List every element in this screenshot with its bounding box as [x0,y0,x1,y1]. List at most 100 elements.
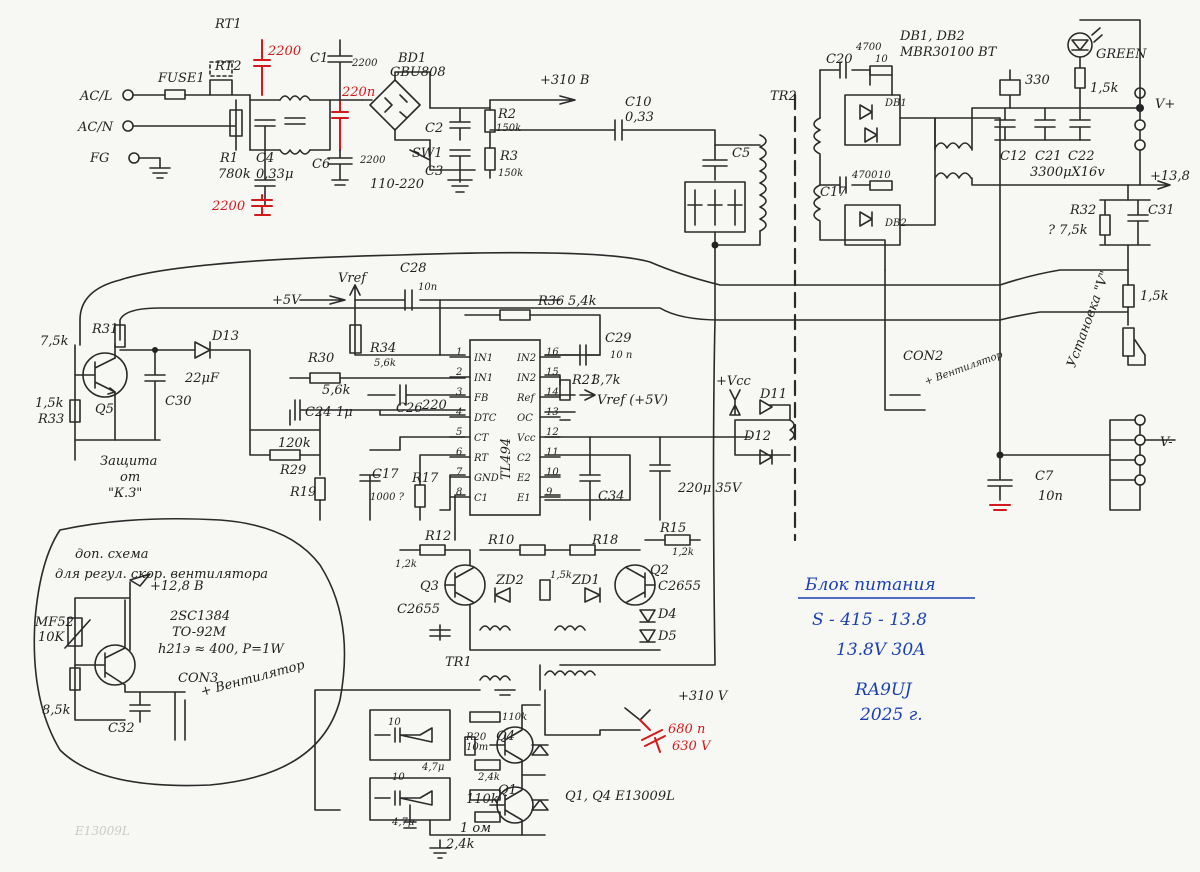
r20-resistor [464,736,476,756]
r1-resistor [229,109,243,137]
label-fan-title1: доп. схема [75,547,149,562]
label-c220u: 220μ 35V [677,481,743,496]
label-c10-val: 0,33 [625,110,654,125]
c24-cap [289,399,466,426]
tl494-chip [469,339,541,516]
c4-cap [254,119,276,127]
label-310v: +310 V [678,689,729,704]
tl494-pin-num-right-6: 11 [546,447,559,458]
tl494-pin-num-left-7: 7 [456,467,463,478]
label-r30-val: 5,6k [322,383,351,398]
red-y-cap-bottom [251,194,273,216]
tl494-pin-right-5: Vcc [517,433,536,444]
label-vref: Vref [338,271,368,286]
label-c1-val: 2200 [351,58,378,69]
label-c26-val: 220 [421,398,447,413]
label-c30: C30 [165,394,192,409]
label-q3: Q3 [420,579,439,594]
c29-cap [544,344,601,366]
tr1-primary [479,625,586,631]
r24-top [474,759,501,771]
label-c20-val: 4700 [855,42,882,53]
label-inv-r10a: 10 [388,717,401,728]
r15k-feedback [1122,284,1135,308]
label-r32-val: ? 7,5k [1048,223,1088,238]
label-red-2200-top: 2200 [267,44,301,59]
label-fuse1: FUSE1 [157,71,205,86]
label-d13: D13 [211,329,239,344]
label-d12: D12 [743,429,771,444]
secondary-section [819,19,1176,511]
c32-cap [129,691,151,723]
adjust-pot [1122,327,1135,357]
inverter-section [314,664,666,859]
label-c4-val: 0,33μ [256,167,293,182]
d4-d5-diodes [639,609,656,643]
label-db2: DB2 [884,218,907,229]
label-ac-l: AC/L [79,89,112,104]
tl494-pin-num-right-8: 9 [546,487,553,498]
ac-n-terminal [122,120,134,132]
q1-diode [531,799,549,811]
tl494-pin-num-right-1: 16 [546,347,559,358]
fan-addon-bubble [33,517,346,787]
c17-cap [819,176,871,194]
primary-section [489,93,821,666]
title-line3: 13.8V 30A [836,640,925,660]
c6-cap [327,149,353,186]
tl494-pin-num-left-5: 5 [456,427,462,438]
r19-resistor [314,477,326,501]
label-c6: C6 [312,157,330,172]
label-c32: C32 [108,721,135,736]
label-r18: R18 [591,533,618,548]
r31-resistor [114,324,126,348]
label-q2: Q2 [650,563,669,578]
tl494-pin-left-8: C1 [474,493,488,504]
vplus-terminal-2 [1134,119,1146,131]
label-q2-part: C2655 [658,579,701,594]
red-680n-cap [639,719,666,753]
emi-choke [279,95,311,155]
q4-base-network [369,709,451,761]
label-r1om: 1 ом [460,821,491,836]
label-db-pair: DB1, DB2 [899,29,965,44]
label-r-led: 1,5k [1090,81,1119,96]
label-q3-part: C2655 [397,602,440,617]
bridge-bd1 [369,79,421,131]
label-c28-val: 10n [418,282,437,293]
label-r1-val: 780k [218,167,251,182]
label-c29-val: 10 n [610,350,632,361]
label-rt2: RT2 [214,59,242,74]
label-adjust: Установка "V" [1064,269,1113,370]
mf52-thermistor [67,617,83,647]
r10-resistor [519,544,546,556]
label-zd2: ZD2 [495,573,524,588]
label-prot-1: Защита [100,454,157,469]
label-c21: C21 [1035,149,1062,164]
ac-input-section [122,39,576,216]
tl494-pin-right-2: IN2 [516,373,536,384]
tl494-pin-num-left-1: 1 [456,347,462,358]
tl494-pin-right-4: OC [517,413,533,424]
label-r12-val: 1,2k [395,559,417,570]
label-r15-val: 1,2k [672,547,694,558]
label-r24: 2,4k [477,772,500,783]
label-tr-spec: h21э ≈ 400, P=1W [158,642,285,657]
label-r17: R17 [411,471,439,486]
label-r31: R31 [91,322,118,337]
tr1-secondary [469,604,661,681]
primary-feedback-wire [559,244,716,666]
tl494-pin-num-left-8: 8 [456,487,462,498]
label-prot-3: "К.З" [108,486,142,501]
r12-resistor [419,544,446,556]
r85k-resistor [69,667,81,691]
d11-d12-diodes [714,389,791,465]
r17-resistor [414,484,426,508]
label-db1: DB1 [884,98,907,109]
label-r34-val: 5,6k [374,358,396,369]
label-c30-val: 22μF [184,371,220,386]
label-gbu808: GBU808 [390,65,446,80]
label-r15k: 1,5k [1140,289,1169,304]
